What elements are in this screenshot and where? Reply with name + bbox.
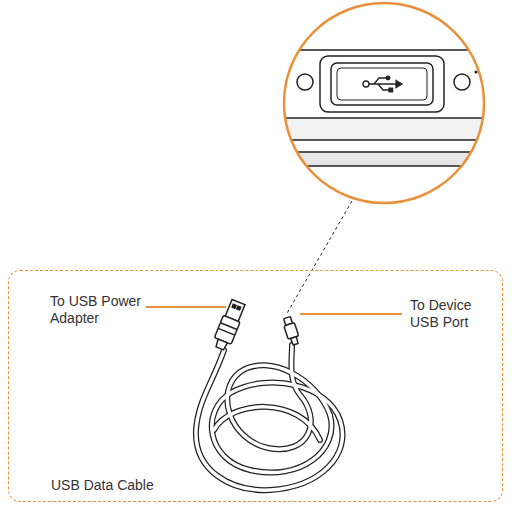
magnifier-outline xyxy=(284,3,484,203)
leader-line xyxy=(300,313,402,315)
port-frame xyxy=(320,56,444,112)
micro-usb-plug xyxy=(282,316,301,346)
cable-title: USB Data Cable xyxy=(51,477,154,494)
device-corner xyxy=(271,62,273,170)
callout-label: To USB Power Adapter xyxy=(50,293,146,327)
screw-hole xyxy=(454,74,470,90)
leader-line xyxy=(146,306,226,308)
device-edge xyxy=(270,139,500,141)
indicator-dot xyxy=(474,70,477,73)
screw-hole xyxy=(297,74,313,90)
magnifier-ground xyxy=(284,3,484,203)
device-side xyxy=(270,118,510,140)
usb-a-plug xyxy=(211,299,246,352)
usb-symbol xyxy=(363,76,402,92)
callout-label: To Device USB Port xyxy=(410,297,488,331)
usb-cable xyxy=(196,345,343,490)
pointer-line xyxy=(286,201,352,315)
usb-port xyxy=(331,63,433,105)
magnifier xyxy=(270,3,510,203)
device-edge xyxy=(270,117,500,119)
device-detail xyxy=(270,50,510,170)
usb-port-inner xyxy=(337,68,427,100)
